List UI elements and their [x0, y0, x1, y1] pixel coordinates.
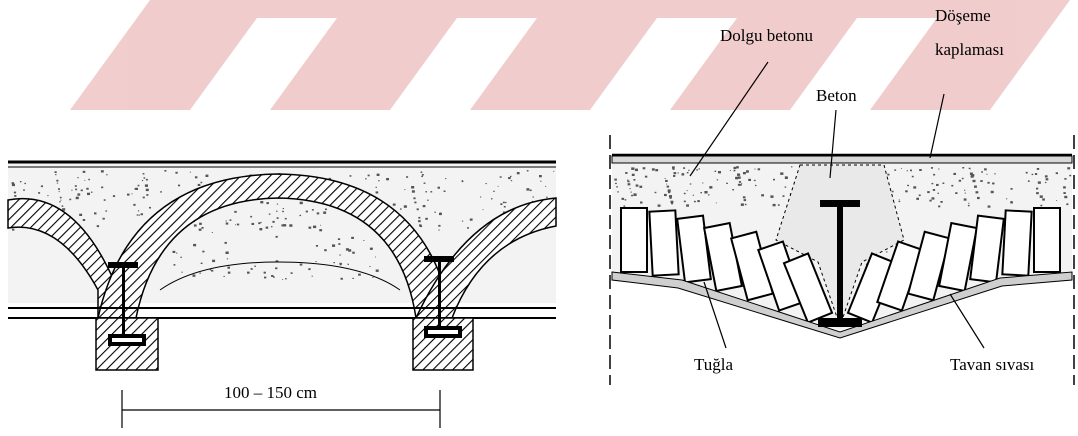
- ceiling-plaster: [611, 271, 1073, 339]
- left-concrete-speckles: [10, 170, 555, 280]
- leader-dolgu: [689, 61, 769, 177]
- span-label: 100 – 150 cm: [224, 383, 318, 402]
- left-pier-2: [412, 317, 474, 371]
- label-tugla: Tuğla: [694, 355, 734, 374]
- brick-units: [620, 207, 1061, 324]
- left-arch-3: [414, 197, 557, 319]
- leader-beton: [829, 109, 837, 179]
- leader-tugla: [703, 281, 727, 349]
- label-dolgu-betonu: Dolgu betonu: [720, 26, 814, 45]
- label-doseme-line2: kaplaması: [935, 40, 1004, 59]
- label-beton: Beton: [816, 86, 857, 105]
- label-doseme-line1: Döşeme: [935, 6, 991, 25]
- span-dimension: [121, 390, 441, 428]
- left-steel-beam-1: [108, 262, 146, 346]
- right-steel-beam: [818, 200, 862, 327]
- left-steel-beam-2: [424, 256, 462, 338]
- leader-tavan: [949, 293, 985, 349]
- right-brick-slab-diagram: [609, 61, 1075, 385]
- watermark: [70, 0, 1070, 110]
- label-tavan-sivasi: Tavan sıvası: [950, 355, 1035, 374]
- left-jack-arch-diagram: [7, 160, 557, 428]
- leader-doseme: [929, 93, 945, 159]
- floor-covering: [611, 155, 1073, 164]
